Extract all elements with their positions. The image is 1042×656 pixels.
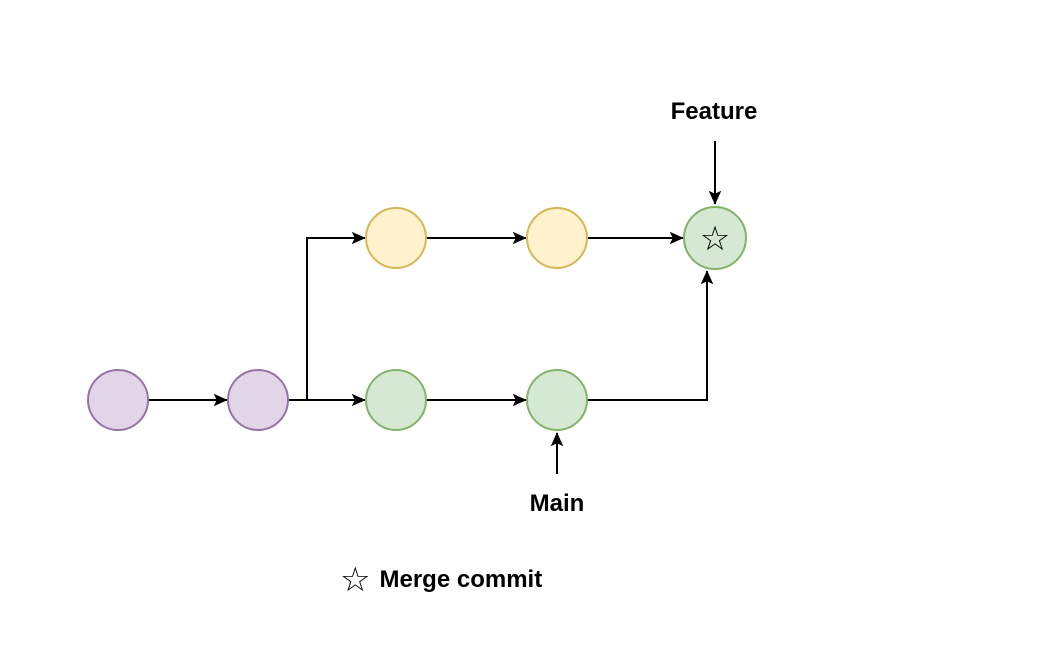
- feature-branch-label: Feature: [670, 98, 758, 125]
- main-commit-1-node: [365, 369, 427, 431]
- base-commit-1-node: [87, 369, 149, 431]
- merge-commit-star-icon: ☆: [340, 560, 371, 600]
- merge-commit-node: [683, 206, 747, 270]
- legend-label: Merge commit: [379, 566, 543, 593]
- merge-commit-star-icon: ☆: [700, 219, 730, 259]
- main-commit-2-node: [526, 369, 588, 431]
- base-commit-2-node: [227, 369, 289, 431]
- feature-commit-1-node: [365, 207, 427, 269]
- nodes-layer: ☆: [87, 206, 747, 431]
- edge-branch-out-to-feature: [306, 231, 366, 400]
- edge-main-2-to-merge: [587, 270, 714, 401]
- main-branch-label: Main: [529, 490, 585, 517]
- edges-layer: [148, 141, 722, 474]
- legend: ☆ Merge commit: [340, 562, 542, 598]
- feature-commit-2-node: [526, 207, 588, 269]
